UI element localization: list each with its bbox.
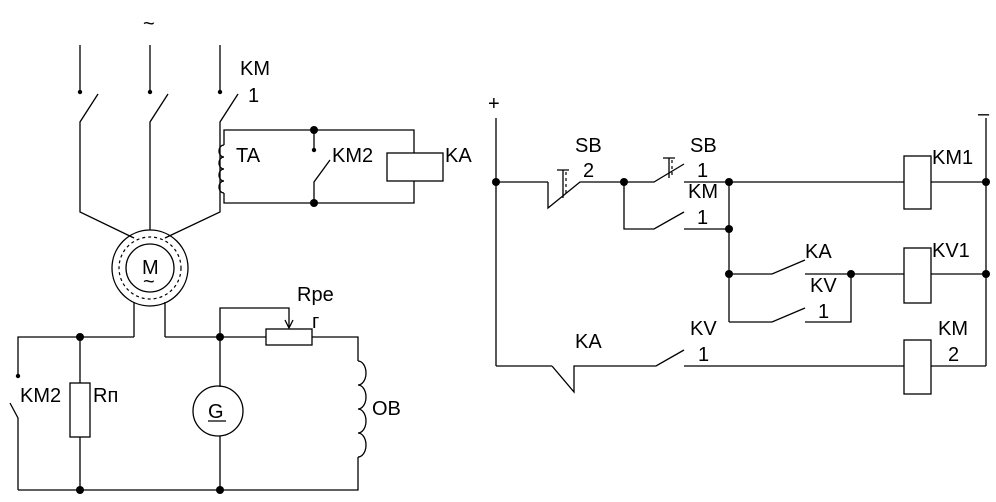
node-80-top (76, 333, 84, 341)
kv-hold-label-top: KV (810, 275, 837, 297)
control-circuit: + – SB 2 SB 1 KM 1 KM1 KA KV 1 KV1 (488, 93, 990, 395)
node-729-low (725, 270, 733, 278)
sb1-label-bottom: 1 (697, 160, 708, 182)
slider-arrow (284, 319, 294, 330)
regulating-resistor (265, 328, 313, 346)
contact-dot-3 (217, 89, 223, 95)
coil-km2 (903, 339, 932, 395)
ta-winding (218, 144, 225, 194)
ta-loop-top (223, 129, 415, 153)
phase-line-1 (79, 45, 135, 239)
bottom-bus (18, 457, 359, 491)
regulating-resistor-label-bottom: г (312, 311, 319, 333)
motor-dashed-ring (118, 236, 182, 300)
kv-contact-label-top: KV (690, 318, 717, 340)
field-lead-top (312, 336, 359, 361)
coil-km2-label-top: KM (938, 318, 968, 340)
braking-contact-dot (15, 373, 21, 379)
generator-circle (192, 385, 244, 437)
minus-terminal: – (978, 103, 990, 125)
kv-hold-contact (729, 274, 852, 323)
motor-outer-ring (111, 229, 189, 307)
node-729-top (725, 178, 733, 186)
contact-dot-1 (77, 89, 83, 95)
ta-label: TA (236, 145, 261, 167)
field-winding-label: ОВ (372, 398, 401, 420)
ta-loop-bottom (223, 181, 415, 204)
motor: M ~ (111, 229, 189, 337)
current-transformer-ta: TA KM2 KA (218, 126, 472, 207)
starting-resistor-rp (69, 382, 91, 438)
coil-km1 (903, 155, 932, 210)
phase-line-3 (164, 45, 239, 239)
node-right-rail-1 (982, 178, 990, 186)
motor-inner-ring (125, 243, 175, 293)
starting-resistor-label: Rп (93, 385, 118, 407)
node-right-rail-2 (982, 270, 990, 278)
km1-label-bottom: 1 (248, 85, 259, 107)
contact-dot-2 (147, 89, 153, 95)
node-80-bottom (76, 486, 84, 494)
motor-letter: M (142, 257, 159, 279)
sb2-label-top: SB (575, 135, 602, 157)
ka-relay-label: KA (445, 145, 472, 167)
km2-contact-label: KM2 (332, 145, 373, 167)
ta-node-top (310, 126, 318, 134)
node-220-top (216, 333, 224, 341)
node-220-bottom (216, 486, 224, 494)
ka-contact-label: KA (805, 241, 832, 263)
km1-hold-contact (623, 182, 729, 230)
power-circuit: ~ KM 1 TA KM2 KA (9, 13, 472, 494)
start-button-sb1 (624, 163, 904, 183)
node-851 (847, 270, 855, 278)
generator-label: G (208, 401, 224, 423)
sb1-label-top: SB (690, 135, 717, 157)
braking-contact-label: KM2 (20, 385, 61, 407)
sb2-pushrod (557, 169, 569, 198)
ka-break-label: KA (575, 331, 602, 353)
km2-contact-in-ta (313, 130, 331, 203)
stop-button-sb2 (547, 181, 624, 210)
kv-contact-label-bottom: 1 (698, 344, 709, 366)
left-bus-top (17, 336, 134, 376)
main-contactor-km1: KM 1 (77, 45, 270, 239)
node-624 (620, 178, 628, 186)
field-winding-ov (357, 360, 367, 458)
km1-hold-label-bottom: 1 (697, 207, 708, 229)
node-729-mid (725, 225, 733, 233)
node-left-rail (492, 178, 500, 186)
kv-hold-label-bottom: 1 (818, 301, 829, 323)
rotor-circuit: KM2 Rп G Rре г ОВ (9, 284, 401, 494)
supply-symbol: ~ (143, 13, 155, 35)
km1-label-top: KM (240, 58, 270, 80)
ka-relay-coil (386, 152, 444, 182)
coil-kv1-label: KV1 (932, 240, 970, 262)
ta-contact-dot (311, 147, 317, 153)
regulating-resistor-label-top: Rре (297, 284, 334, 306)
coil-kv1 (903, 247, 932, 304)
sb2-label-bottom: 2 (583, 160, 594, 182)
coil-km1-label: KM1 (932, 147, 973, 169)
plus-terminal: + (488, 93, 500, 115)
sb1-pushrod (663, 157, 675, 178)
ka-break-contact (551, 349, 904, 394)
braking-contact-km2 (9, 402, 19, 490)
km1-hold-label-top: KM (688, 181, 718, 203)
coil-km2-label-bottom: 2 (948, 344, 959, 366)
resistor-slider (219, 307, 290, 337)
motor-ac-symbol: ~ (143, 271, 155, 293)
phase-line-2 (149, 45, 169, 230)
ta-node-bottom (310, 199, 318, 207)
